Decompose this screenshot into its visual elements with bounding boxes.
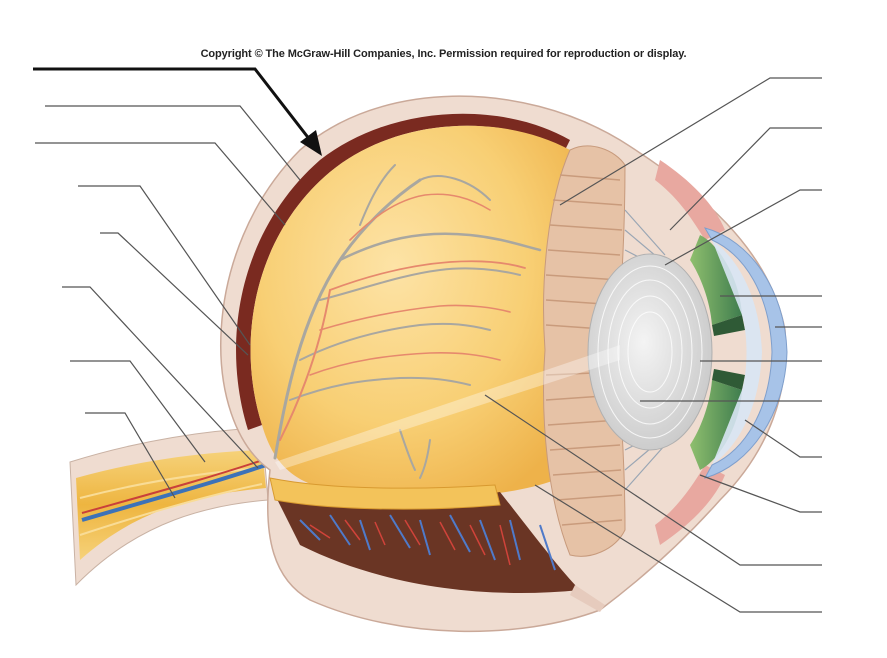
- leader-line-left-3: [78, 185, 251, 346]
- choroid-cut-section: [275, 492, 580, 593]
- leader-line-right-10: [484, 394, 822, 566]
- leader-line-left-6: [70, 360, 206, 463]
- leader-line-left-7: [85, 412, 176, 499]
- vitreous-body: [250, 125, 570, 497]
- leader-line-left-5: [62, 286, 259, 469]
- copyright-notice: Copyright © The McGraw-Hill Companies, I…: [200, 48, 687, 60]
- leader-line-left-1: [45, 105, 301, 181]
- visual-axis: [275, 345, 620, 470]
- iris-lower: [690, 380, 742, 470]
- leader-line-left-2: [35, 142, 286, 226]
- leader-lines: [35, 77, 822, 613]
- cornea: [703, 227, 788, 479]
- retinal-blood-vessels: [273, 164, 542, 479]
- leader-line-left-4: [100, 232, 249, 356]
- central-retinal-vein: [81, 460, 276, 522]
- leader-line-right-9: [699, 474, 822, 513]
- iris: [690, 235, 742, 325]
- leader-line-right-3: [664, 189, 822, 266]
- central-retinal-artery: [81, 455, 276, 514]
- retina-cut-edge: [269, 477, 501, 510]
- scleral-venous-sinus-region: [655, 160, 725, 240]
- leader-line-right-8: [744, 419, 822, 458]
- pointer-arrow: [33, 67, 322, 156]
- leader-line-right-11: [534, 484, 822, 613]
- leader-line-right-2: [669, 127, 822, 231]
- leader-line-right-1: [559, 77, 822, 206]
- optic-nerve: [76, 450, 266, 560]
- ciliary-body: [543, 145, 626, 557]
